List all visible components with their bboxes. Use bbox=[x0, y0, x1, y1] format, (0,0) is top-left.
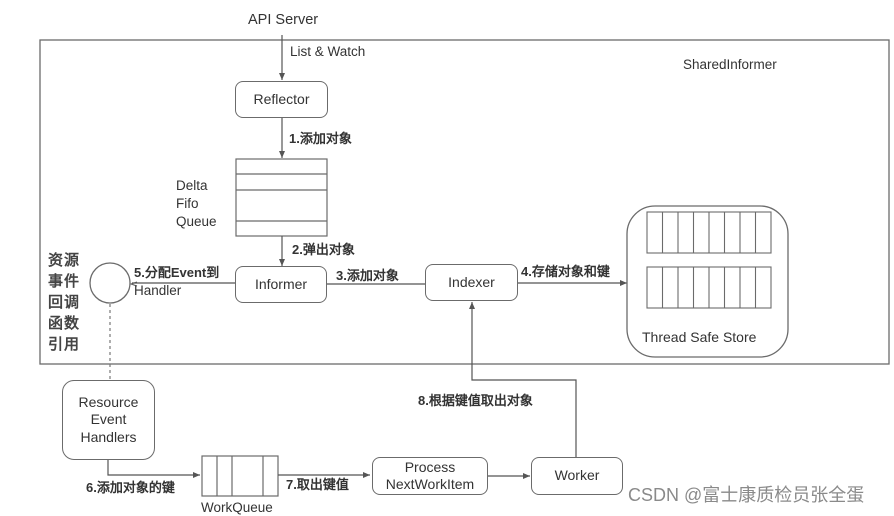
watermark: CSDN @富士康质检员张全蛋 bbox=[628, 485, 865, 505]
edge-8-label: 8.根据键值取出对象 bbox=[418, 393, 533, 408]
edge-4-label: 4.存储对象和键 bbox=[521, 264, 610, 279]
workqueue-label: WorkQueue bbox=[201, 500, 273, 515]
handler-reference-circle bbox=[89, 262, 131, 304]
callback-reference-line: 资源 bbox=[48, 252, 81, 269]
process-label-line: NextWorkItem bbox=[385, 476, 475, 492]
handlers-label-line: Resource bbox=[78, 393, 139, 410]
edge-1-label: 1.添加对象 bbox=[289, 131, 352, 146]
handlers-label-line: Handlers bbox=[80, 428, 137, 445]
indexer-node[interactable]: Indexer bbox=[425, 264, 518, 301]
delta-fifo-queue bbox=[235, 158, 328, 237]
edge-6-label: 6.添加对象的键 bbox=[86, 480, 175, 495]
reflector-label: Reflector bbox=[253, 90, 310, 107]
list-watch-label: List & Watch bbox=[290, 44, 366, 59]
edge-7-label: 7.取出键值 bbox=[286, 477, 349, 492]
edge-2-label: 2.弹出对象 bbox=[292, 242, 355, 257]
delta-fifo-label-line: Delta bbox=[176, 178, 208, 193]
api-server-label: API Server bbox=[248, 12, 319, 28]
thread-safe-store-label: Thread Safe Store bbox=[642, 329, 757, 345]
callback-reference-line: 引用 bbox=[48, 336, 81, 353]
handlers-label-line: Event bbox=[90, 411, 127, 428]
informer-node[interactable]: Informer bbox=[235, 266, 327, 303]
callback-reference-label: 资源 事件 回调 函数 引用 bbox=[48, 250, 84, 355]
callback-reference-line: 回调 bbox=[48, 294, 81, 311]
edge-3-label: 3.添加对象 bbox=[336, 268, 399, 283]
delta-fifo-label-line: Fifo bbox=[176, 196, 199, 211]
shared-informer-container bbox=[39, 39, 890, 365]
process-label-line: Process bbox=[404, 458, 456, 475]
informer-label: Informer bbox=[254, 275, 308, 292]
process-next-work-item-node[interactable]: Process NextWorkItem bbox=[372, 457, 488, 495]
worker-node[interactable]: Worker bbox=[531, 457, 623, 495]
thread-safe-store bbox=[626, 205, 789, 358]
callback-reference-line: 事件 bbox=[48, 273, 81, 290]
edge-5-label-line1: 5.分配Event到 bbox=[134, 265, 220, 280]
edge-6 bbox=[107, 460, 200, 478]
delta-fifo-label-line: Queue bbox=[176, 214, 217, 229]
indexer-label: Indexer bbox=[448, 273, 495, 290]
edge-5-label-line2: Handler bbox=[134, 283, 182, 298]
edge-8 bbox=[469, 302, 577, 458]
callback-reference-line: 函数 bbox=[48, 315, 81, 332]
worker-label: Worker bbox=[554, 467, 600, 484]
shared-informer-title: SharedInformer bbox=[683, 57, 777, 72]
work-queue bbox=[201, 455, 279, 497]
delta-fifo-label: Delta Fifo Queue bbox=[176, 177, 217, 231]
reflector-node[interactable]: Reflector bbox=[235, 81, 328, 118]
resource-event-handlers-node[interactable]: Resource Event Handlers bbox=[62, 380, 155, 460]
